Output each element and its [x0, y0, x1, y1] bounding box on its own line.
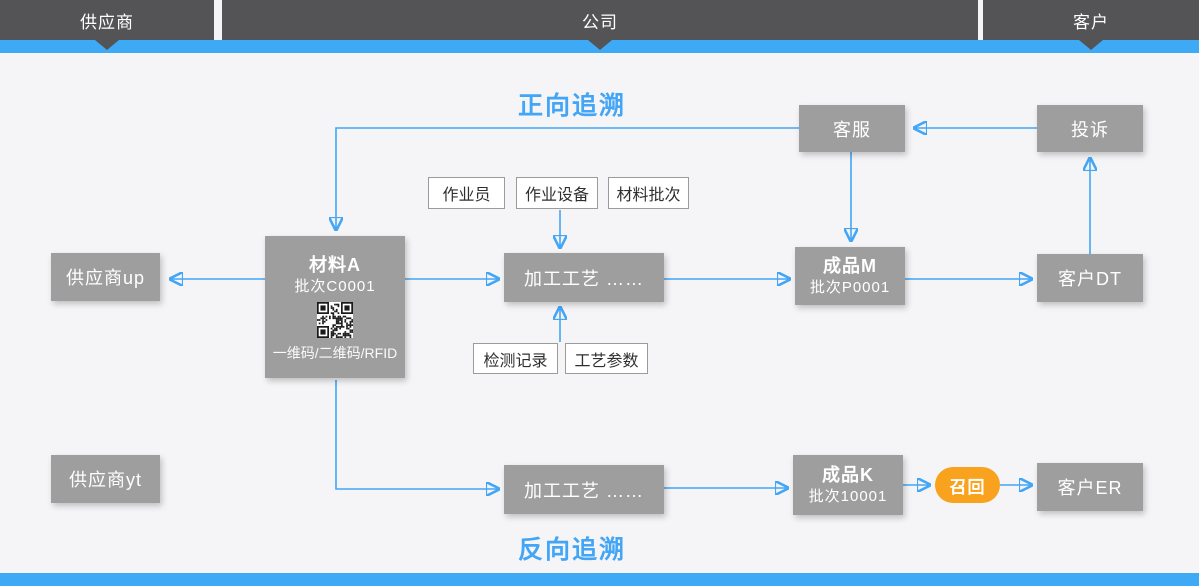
product-m-name: 成品M: [823, 256, 877, 276]
node-customer-service: 客服: [799, 105, 905, 152]
recall-badge: 召回: [935, 467, 1000, 503]
material-a-batch: 批次C0001: [294, 277, 376, 295]
node-product-k: 成品K 批次10001: [793, 455, 903, 515]
supplier-pointer-triangle: [95, 40, 119, 50]
node-material-a: 材料A 批次C0001 一维码/二维码/RFID: [265, 236, 405, 378]
product-m-batch: 批次P0001: [809, 279, 891, 296]
material-a-codes-caption: 一维码/二维码/RFID: [272, 344, 398, 361]
tag-process-params: 工艺参数: [565, 343, 648, 374]
node-process-top: 加工工艺 ……: [504, 253, 664, 302]
material-a-name: 材料A: [309, 254, 361, 275]
tag-inspection-record: 检测记录: [473, 343, 558, 374]
node-customer-dt: 客户DT: [1037, 254, 1143, 302]
backward-trace-title: 反向追溯: [518, 536, 627, 564]
node-complaint: 投诉: [1037, 105, 1143, 152]
node-customer-er: 客户ER: [1037, 463, 1143, 511]
tag-material-batch: 材料批次: [608, 177, 689, 209]
node-supplier-yt: 供应商yt: [51, 455, 160, 503]
company-pointer-triangle: [588, 40, 612, 50]
forward-trace-title: 正向追溯: [518, 92, 627, 120]
header-segment-customer: 客户: [983, 0, 1199, 40]
node-process-bottom: 加工工艺 ……: [504, 465, 664, 514]
tag-operator: 作业员: [428, 177, 505, 209]
node-product-m: 成品M 批次P0001: [795, 247, 905, 305]
customer-pointer-triangle: [1079, 40, 1103, 50]
tag-equipment: 作业设备: [516, 177, 598, 209]
product-k-name: 成品K: [822, 465, 874, 485]
bottom-blue-bar: [0, 573, 1199, 586]
qr-code: [317, 301, 353, 338]
header-segment-company: 公司: [222, 0, 978, 40]
header-segment-supplier: 供应商: [0, 0, 214, 40]
product-k-batch: 批次10001: [808, 488, 888, 505]
node-supplier-up: 供应商up: [51, 253, 160, 301]
arrow-material-a-to-process-bottom: [335, 380, 497, 489]
